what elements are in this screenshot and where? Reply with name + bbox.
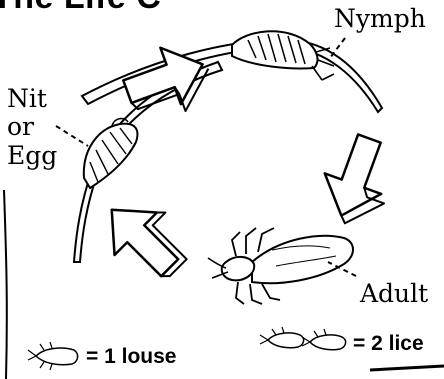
legend-two-lice-text: = 2 lice: [353, 333, 424, 354]
label-or: or: [7, 114, 34, 139]
legend-louse-pair-first: [260, 327, 304, 348]
arrow-nymph-to-adult: [311, 128, 403, 233]
legend-one-louse-text: = 1 louse: [86, 346, 176, 367]
nit-egg-illustration: [84, 119, 138, 188]
page-border-left: [4, 190, 7, 379]
adult-louse-illustration: [208, 228, 353, 304]
label-adult: Adult: [360, 281, 428, 306]
page-border-bottom: [370, 366, 444, 370]
label-nymph: Nymph: [334, 6, 426, 31]
label-nit: Nit: [7, 86, 47, 111]
label-egg: Egg: [7, 143, 57, 168]
nit-leader-line: [56, 126, 88, 146]
arrow-adult-to-egg: [91, 184, 200, 293]
legend-louse-single: [28, 342, 78, 370]
nymph-leader-line: [330, 38, 345, 58]
legend-louse-pair-second: [302, 329, 346, 350]
